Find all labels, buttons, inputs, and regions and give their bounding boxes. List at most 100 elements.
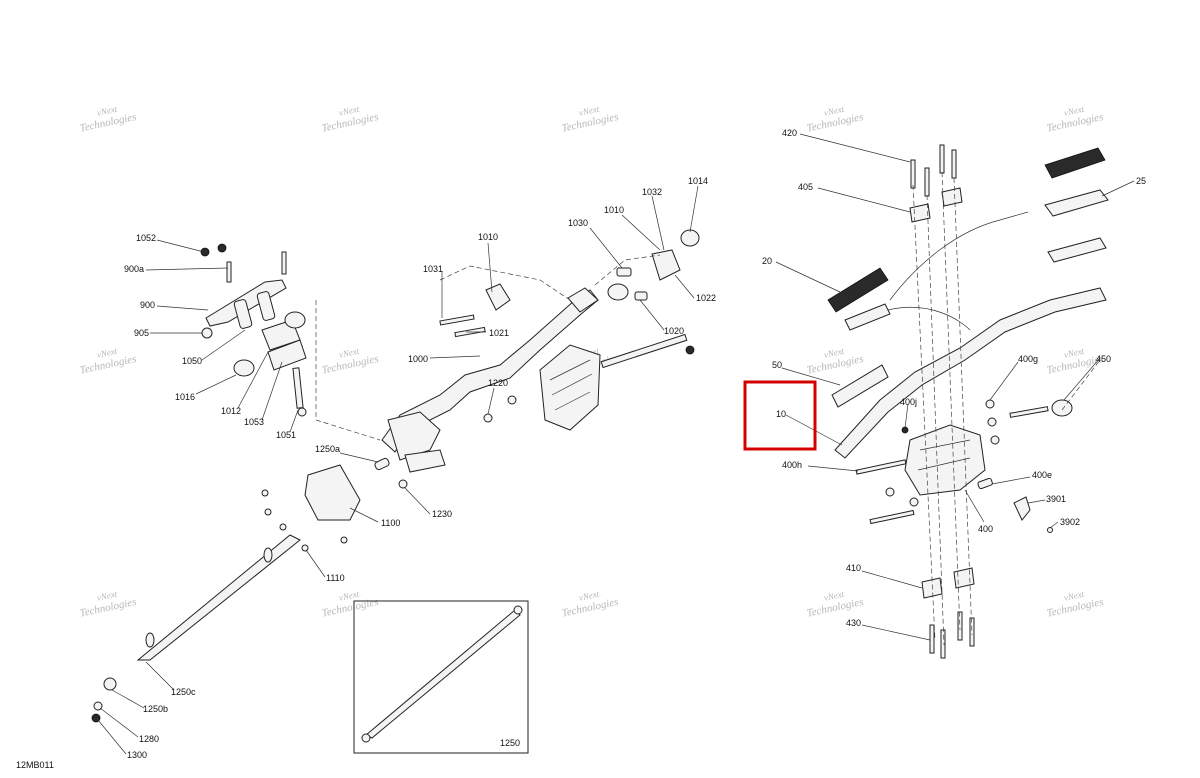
callout-1020[interactable]: 1020 <box>664 326 684 336</box>
washer[interactable] <box>201 327 213 339</box>
callout-1010a[interactable]: 1010 <box>478 232 498 242</box>
screw[interactable] <box>340 536 348 544</box>
callout-1010b[interactable]: 1010 <box>604 205 624 215</box>
nut-400g[interactable] <box>990 435 1000 445</box>
callout-1250[interactable]: 1250 <box>500 738 520 748</box>
ring[interactable] <box>607 283 629 301</box>
column-bolt[interactable] <box>292 367 304 409</box>
o-ring[interactable] <box>284 311 306 329</box>
bolt[interactable] <box>281 251 287 275</box>
bolt-1220b[interactable] <box>507 395 517 405</box>
callout-1300[interactable]: 1300 <box>127 750 147 760</box>
shaft-end[interactable] <box>567 287 599 313</box>
callout-1230[interactable]: 1230 <box>432 509 452 519</box>
callout-1250c[interactable]: 1250c <box>171 687 196 697</box>
bolt-430[interactable] <box>957 611 963 641</box>
callout-1100[interactable]: 1100 <box>381 518 400 528</box>
clamp-410[interactable] <box>953 567 975 589</box>
callout-400[interactable]: 400 <box>978 524 993 534</box>
grip-25[interactable] <box>1044 147 1106 179</box>
spacer[interactable] <box>616 267 632 277</box>
gear-housing[interactable] <box>539 344 601 431</box>
callout-405[interactable]: 405 <box>798 182 813 192</box>
bolt-420[interactable] <box>910 159 916 189</box>
seal-1014[interactable] <box>680 229 700 247</box>
bolt-430[interactable] <box>940 629 946 659</box>
tie-rod-end[interactable] <box>685 345 695 355</box>
bolt-400h[interactable] <box>855 459 907 475</box>
bushing[interactable] <box>256 291 276 321</box>
pad-50[interactable] <box>831 364 889 408</box>
callout-1022[interactable]: 1022 <box>696 293 716 303</box>
nut[interactable] <box>200 247 210 257</box>
handlebar-10[interactable] <box>834 287 1107 459</box>
drag-link-collar[interactable] <box>263 547 273 563</box>
washer-450[interactable] <box>1051 399 1073 417</box>
callout-1032[interactable]: 1032 <box>642 187 662 197</box>
callout-400j[interactable]: 400j <box>900 397 917 407</box>
bolt-430[interactable] <box>969 617 975 647</box>
inset-tie-rod[interactable] <box>365 609 521 739</box>
drag-link[interactable] <box>136 534 301 661</box>
spacer-1020[interactable] <box>634 291 648 301</box>
bolt-400g[interactable] <box>1009 406 1049 418</box>
callout-1012[interactable]: 1012 <box>221 406 241 416</box>
callout-1050[interactable]: 1050 <box>182 356 202 366</box>
callout-1000[interactable]: 1000 <box>408 354 428 364</box>
grip-sleeve[interactable] <box>1044 189 1109 217</box>
callout-400h[interactable]: 400h <box>782 460 802 470</box>
callout-3902[interactable]: 3902 <box>1060 517 1080 527</box>
callout-1053[interactable]: 1053 <box>244 417 264 427</box>
callout-400g[interactable]: 400g <box>1018 354 1038 364</box>
grip-liner[interactable] <box>1047 237 1107 263</box>
callout-25[interactable]: 25 <box>1136 176 1146 186</box>
ball-joint[interactable] <box>103 677 117 691</box>
bolt-400h[interactable] <box>869 509 915 525</box>
callout-10[interactable]: 10 <box>776 409 786 419</box>
washer-1230[interactable] <box>398 479 408 489</box>
grip-liner-left[interactable] <box>844 303 891 331</box>
callout-1280[interactable]: 1280 <box>139 734 159 744</box>
callout-1051[interactable]: 1051 <box>276 430 296 440</box>
spring-400e[interactable] <box>977 477 993 490</box>
callout-50[interactable]: 50 <box>772 360 782 370</box>
clamp-405[interactable] <box>941 187 963 207</box>
callout-410[interactable]: 410 <box>846 563 861 573</box>
clamp-lower[interactable] <box>267 339 307 371</box>
callout-420[interactable]: 420 <box>782 128 797 138</box>
callout-450[interactable]: 450 <box>1096 354 1111 364</box>
drag-link-collar[interactable] <box>145 632 155 648</box>
grip-20[interactable] <box>827 267 889 313</box>
callout-3901[interactable]: 3901 <box>1046 494 1066 504</box>
callout-1250b[interactable]: 1250b <box>143 704 168 714</box>
callout-400e[interactable]: 400e <box>1032 470 1052 480</box>
lever-3901[interactable] <box>1013 496 1031 521</box>
callout-1052[interactable]: 1052 <box>136 233 156 243</box>
callout-1014[interactable]: 1014 <box>688 176 708 186</box>
bearing-clamp[interactable] <box>485 283 511 311</box>
callout-20[interactable]: 20 <box>762 256 772 266</box>
bolt-420[interactable] <box>939 144 945 174</box>
screw[interactable] <box>279 523 287 531</box>
callout-1220[interactable]: 1220 <box>488 378 508 388</box>
screw-3902[interactable] <box>1047 527 1053 533</box>
tie-rod[interactable] <box>600 333 688 369</box>
screw[interactable] <box>261 489 269 497</box>
shaft-yoke[interactable] <box>387 411 441 461</box>
clamp-410[interactable] <box>921 577 943 599</box>
callout-1031[interactable]: 1031 <box>423 264 443 274</box>
bolt[interactable] <box>226 261 232 283</box>
bolt-1250a[interactable] <box>374 457 390 471</box>
callout-1016[interactable]: 1016 <box>175 392 195 402</box>
callout-900[interactable]: 900 <box>140 300 155 310</box>
callout-430[interactable]: 430 <box>846 618 861 628</box>
callout-1030[interactable]: 1030 <box>568 218 588 228</box>
inset-rod-end[interactable] <box>361 733 371 743</box>
bolt-430[interactable] <box>929 624 935 654</box>
pitman-arm[interactable] <box>404 449 446 473</box>
callout-905[interactable]: 905 <box>134 328 149 338</box>
bolt-1220[interactable] <box>483 413 493 423</box>
nut[interactable] <box>217 243 227 253</box>
bolt-420[interactable] <box>924 167 930 197</box>
bolt-head[interactable] <box>297 407 307 417</box>
